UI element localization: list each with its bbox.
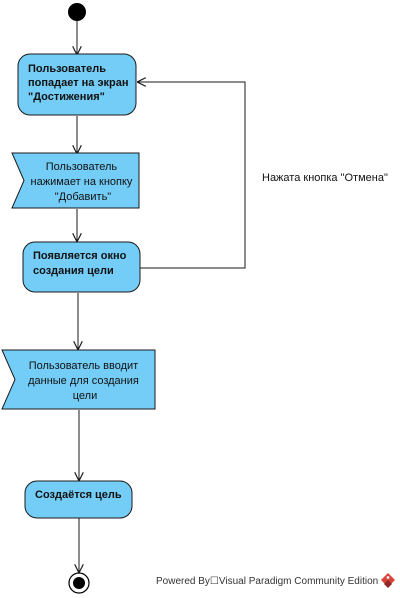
node-text-line: "Достижения" — [28, 91, 105, 103]
node-text-line: Пользователь вводит — [29, 360, 138, 372]
visual-paradigm-logo-icon — [381, 573, 395, 588]
node-text-line: Появляется окно — [33, 250, 127, 262]
action-node-goal-window: Появляется окно создания цели — [22, 241, 141, 293]
svg-text:Пользователь вводит данн: Пользователь вводит данные для создания … — [28, 360, 142, 402]
action-node-goal-created: Создаётся цель — [24, 480, 133, 519]
final-node — [68, 572, 90, 594]
initial-node — [68, 3, 86, 21]
node-text-line: создания цели — [33, 265, 114, 277]
svg-text:Появляется окно создания: Появляется окно создания цели — [33, 250, 129, 277]
powered-by-footer: Powered By☐Visual Paradigm Community Edi… — [156, 576, 378, 587]
edge-n3-cancel-loop-to-n1 — [138, 82, 246, 269]
node-text-line: цели — [73, 390, 98, 402]
node-text-line: "Добавить" — [55, 191, 112, 203]
node-text-line: Пользователь — [28, 63, 106, 75]
node-text-line: Пользователь — [46, 161, 118, 173]
svg-text:Пользователь попадает на: Пользователь попадает на экран "Достижен… — [28, 63, 132, 103]
node-text-line: нажимает на кнопку — [31, 176, 133, 188]
edge-label-cancel: Нажата кнопка "Отмена" — [262, 172, 388, 184]
node-text-line: Создаётся цель — [35, 489, 122, 501]
svg-text:Создаётся цель: Создаётся цель — [35, 489, 122, 501]
action-node-enter-achievements: Пользователь попадает на экран "Достижен… — [17, 53, 137, 116]
svg-text:Пользователь нажимает на: Пользователь нажимает на кнопку "Добавит… — [31, 161, 136, 203]
node-text-line: данные для создания — [28, 375, 139, 387]
node-text-line: попадает на экран — [28, 77, 129, 89]
accept-event-enter-goal-data: Пользователь вводит данные для создания … — [1, 349, 156, 410]
accept-event-press-add: Пользователь нажимает на кнопку "Добавит… — [11, 152, 140, 209]
